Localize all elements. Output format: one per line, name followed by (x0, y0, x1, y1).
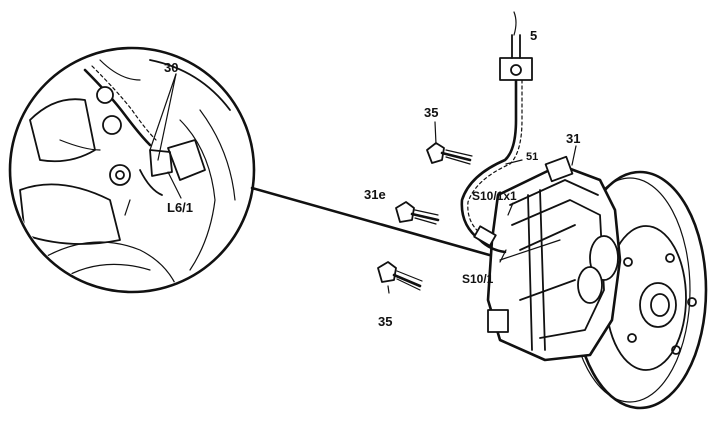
brake-caliper (486, 155, 622, 362)
callout-31e: 31e (364, 187, 386, 202)
callout-35-lower: 35 (378, 314, 392, 329)
bolt-35-upper (426, 142, 473, 165)
magnifier-leader-line (250, 186, 502, 260)
callout-s10-1x1: S10/1x1 (472, 189, 517, 203)
hose-bracket (499, 57, 533, 81)
callout-30: 30 (164, 60, 178, 75)
callout-35-upper: 35 (424, 105, 438, 120)
bolt-31e (395, 201, 440, 225)
detail-inset (8, 46, 256, 294)
callout-5: 5 (530, 28, 537, 43)
hub-center (639, 282, 677, 328)
bolt-35-lower (377, 261, 423, 291)
sensor-connector (511, 34, 521, 59)
brake-hose (460, 11, 533, 254)
callout-51: 51 (526, 151, 538, 163)
detail-inset-drawing (19, 59, 236, 290)
leader-lines (149, 73, 577, 294)
callout-l6-1: L6/1 (167, 200, 193, 215)
callout-31: 31 (566, 131, 580, 146)
callout-s10-1: S10/1 (462, 272, 494, 286)
